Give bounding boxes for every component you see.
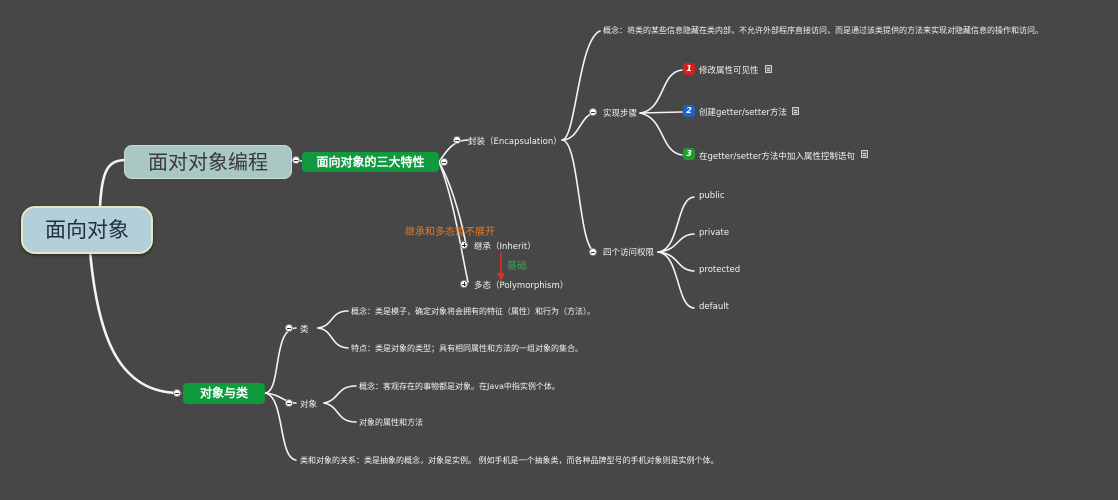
expand-toggle-inherit[interactable] (460, 241, 468, 249)
edge-access-public (657, 196, 695, 253)
access-public[interactable]: public (699, 191, 725, 201)
edge-access-default (657, 251, 695, 309)
collapse-toggle-access[interactable] (589, 248, 597, 256)
polymorphism-node[interactable]: 多态（Polymorphism） (474, 281, 569, 291)
relation-arrow-head (497, 273, 505, 281)
encapsulation-node[interactable]: 封装（Encapsulation） (468, 137, 562, 147)
edge-steps-2 (639, 111, 683, 114)
note-icon[interactable] (861, 150, 868, 158)
edge-cls-feature (317, 327, 349, 349)
access-default[interactable]: default (699, 302, 729, 312)
edge-root-objclass (88, 249, 182, 395)
edge-objclass-rel (264, 392, 297, 461)
inherit-node[interactable]: 继承（Inherit） (474, 242, 536, 252)
access-modifiers-node[interactable]: 四个访问权限 (603, 248, 655, 258)
edge-encap-concept (561, 30, 601, 141)
step-1-node[interactable]: 修改属性可见性 (699, 66, 759, 76)
priority-1-icon: 1 (683, 63, 695, 75)
object-class-topic[interactable]: 对象与类 (183, 383, 265, 404)
edge-obj-attr (323, 402, 357, 423)
object-attributes[interactable]: 对象的属性和方法 (359, 418, 423, 427)
edge-root-oop (98, 158, 128, 208)
priority-3-icon: 3 (683, 148, 695, 160)
object-node[interactable]: 对象 (300, 400, 318, 410)
edge-three-inherit (438, 161, 467, 245)
collapse-toggle-oop[interactable] (292, 156, 300, 164)
collapse-toggle-object[interactable] (285, 399, 293, 407)
collapse-toggle-encap[interactable] (453, 136, 461, 144)
class-concept[interactable]: 概念：类是模子，确定对象将会拥有的特征（属性）和行为（方法）。 (351, 307, 595, 316)
access-private[interactable]: private (699, 228, 730, 238)
edge-access-private (657, 233, 695, 253)
step-2-node[interactable]: 创建getter/setter方法 (699, 108, 787, 118)
edge-obj-concept (323, 385, 357, 404)
edge-steps-3 (639, 112, 683, 156)
three-features-topic[interactable]: 面向对象的三大特性 (302, 152, 439, 172)
priority-2-icon: 2 (683, 105, 695, 117)
class-feature[interactable]: 特点：类是对象的类型；具有相同属性和方法的一组对象的集合。 (351, 344, 583, 353)
collapse-toggle-objclass[interactable] (173, 389, 181, 397)
edge-three-poly (438, 161, 469, 283)
edge-steps-1 (639, 69, 683, 114)
relation-label: 基础 (507, 261, 527, 272)
class-node[interactable]: 类 (300, 325, 309, 335)
encapsulation-concept[interactable]: 概念：将类的某些信息隐藏在类内部，不允许外部程序直接访问，而是通过该类提供的方法… (603, 26, 1043, 35)
expand-toggle-poly[interactable] (460, 280, 468, 288)
step-3-node[interactable]: 在getter/setter方法中加入属性控制语句 (699, 152, 855, 162)
annotation-label: 继承和多态暂不展开 (405, 227, 495, 238)
root-topic[interactable]: 面向对象 (21, 206, 153, 254)
note-icon[interactable] (765, 65, 772, 73)
collapse-toggle-class[interactable] (285, 324, 293, 332)
access-protected[interactable]: protected (699, 265, 741, 275)
note-icon[interactable] (792, 107, 799, 115)
collapse-toggle-steps[interactable] (589, 108, 597, 116)
collapse-toggle-three[interactable] (440, 158, 448, 166)
edge-objclass-cls (264, 327, 297, 394)
edge-encap-access (561, 139, 597, 253)
edge-cls-concept (317, 310, 349, 329)
steps-node[interactable]: 实现步骤 (603, 109, 638, 119)
class-object-relation[interactable]: 类和对象的关系：类是抽象的概念，对象是实例。 例如手机是一个抽象类，而各种品牌型… (300, 456, 719, 465)
object-concept[interactable]: 概念：客观存在的事物都是对象。在Java中指实例个体。 (359, 382, 560, 391)
oop-topic[interactable]: 面对对象编程 (124, 145, 292, 179)
edge-access-protected (657, 251, 695, 272)
